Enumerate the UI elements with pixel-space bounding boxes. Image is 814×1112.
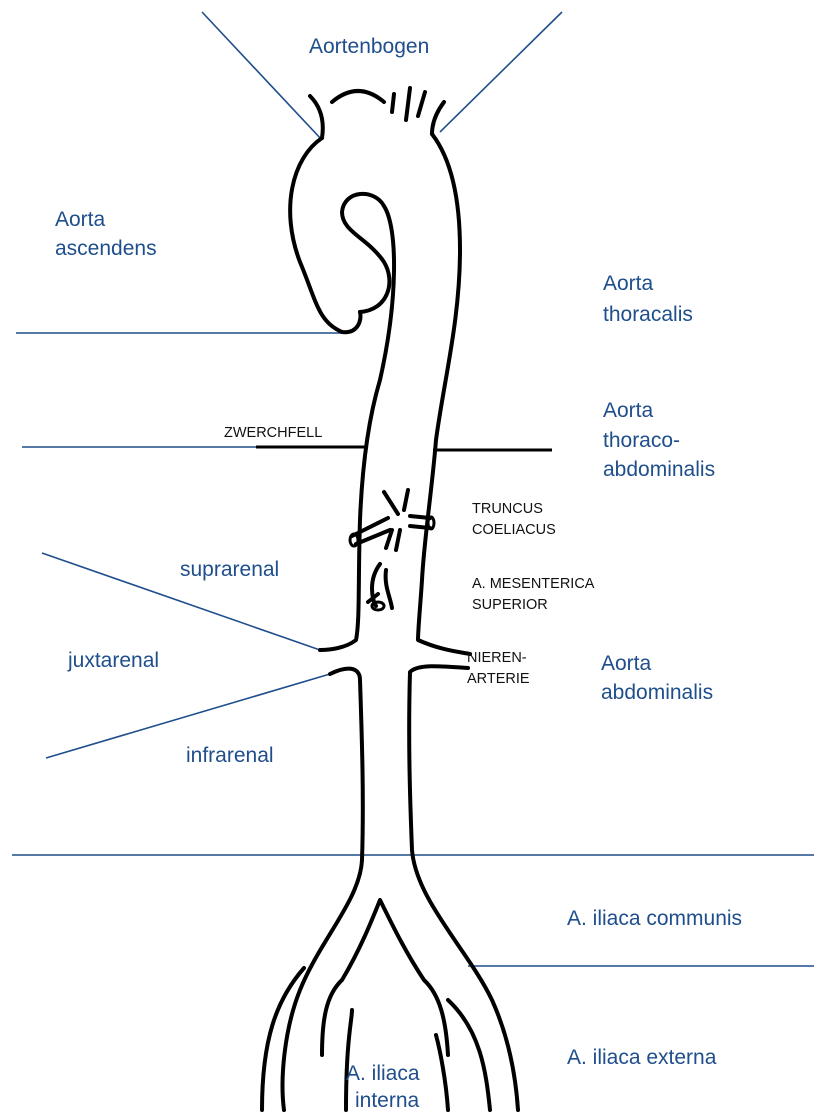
divider-arch-right <box>440 12 562 132</box>
aorta-ascendens-outer <box>290 138 360 332</box>
annotation-mesenterica-2: SUPERIOR <box>472 597 548 613</box>
label-infrarenal: infrarenal <box>186 744 274 767</box>
aorta-infrarenal-right <box>409 666 518 1110</box>
label-aorta-thoracoabd-2: thoraco- <box>603 429 680 452</box>
annotation-zwerchfell: ZWERCHFELL <box>224 425 322 441</box>
label-aorta-ascendens-2: ascendens <box>55 237 157 260</box>
diaphragm-line <box>256 447 552 450</box>
label-aorta-thoracalis-1: Aorta <box>603 272 654 295</box>
label-iliaca-interna-2: interna <box>355 1089 420 1112</box>
annotation-nieren-2: ARTERIE <box>467 671 530 687</box>
anatomy-annotations: ZWERCHFELL TRUNCUS COELIACUS A. MESENTER… <box>224 425 595 687</box>
label-iliaca-communis: A. iliaca communis <box>567 907 742 930</box>
label-aorta-abdominalis-2: abdominalis <box>601 681 713 704</box>
subclavian-branch <box>418 92 425 116</box>
label-iliaca-interna-1: A. iliaca <box>346 1062 420 1085</box>
brachiocephalic-branch <box>310 96 323 138</box>
iliaca-interna-left <box>322 900 448 1055</box>
region-labels: Aortenbogen Aorta ascendens Aorta thorac… <box>55 35 742 1112</box>
annotation-nieren-1: NIEREN- <box>467 650 527 666</box>
divider-arch-left <box>202 12 322 140</box>
label-aorta-thoracalis-2: thoracalis <box>603 303 693 326</box>
label-aorta-abdominalis-1: Aorta <box>601 652 652 675</box>
aorta-descendens-wall <box>418 134 470 654</box>
aorta-ascendens-inner <box>320 194 394 650</box>
label-aorta-ascendens-1: Aorta <box>55 208 106 231</box>
carotid-branch <box>392 94 394 112</box>
annotation-truncus-2: COELIACUS <box>472 522 556 538</box>
label-suprarenal: suprarenal <box>180 558 279 581</box>
annotation-mesenterica-1: A. MESENTERICA <box>472 576 595 592</box>
mesenterica-superior-branch <box>368 564 392 610</box>
iliaca-externa-right <box>448 1000 490 1110</box>
label-aorta-thoracoabd-3: abdominalis <box>603 458 715 481</box>
label-aortenbogen: Aortenbogen <box>309 35 429 58</box>
label-aorta-thoracoabd-1: Aorta <box>603 399 654 422</box>
label-juxtarenal: juxtarenal <box>67 649 159 672</box>
label-iliaca-externa: A. iliaca externa <box>567 1046 717 1069</box>
annotation-truncus-1: TRUNCUS <box>472 501 543 517</box>
